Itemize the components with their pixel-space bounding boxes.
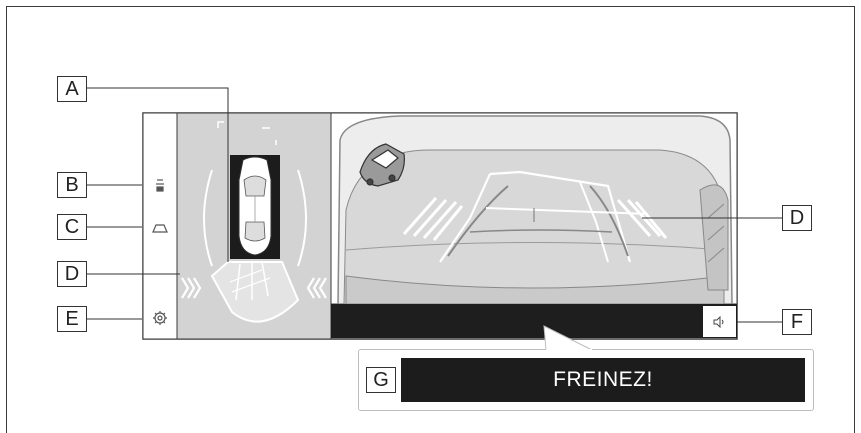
brake-warning-message: FREINEZ!: [401, 358, 805, 402]
callout-d-left: D: [57, 261, 87, 287]
callout-a: A: [57, 76, 87, 102]
callout-d-right: D: [782, 205, 812, 231]
callout-e: E: [57, 306, 87, 332]
callout-c: C: [57, 214, 87, 240]
callout-b: B: [57, 172, 87, 198]
callout-f: F: [782, 309, 812, 335]
callout-g: G: [366, 367, 396, 393]
